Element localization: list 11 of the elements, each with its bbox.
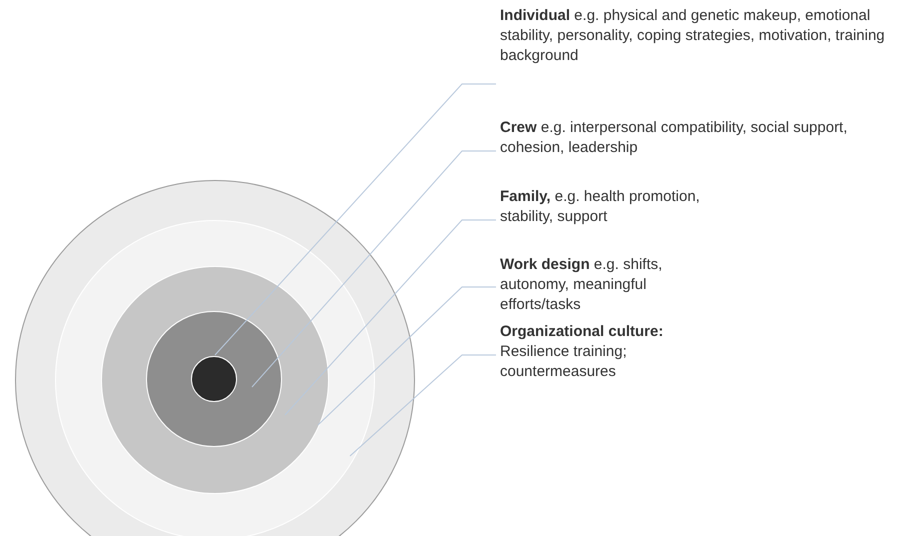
callout-text: Individual e.g. physical and genetic makeup, emotional stability, personality, coping strategies, motivation, training background bbox=[500, 6, 885, 66]
callout-text: Organizational culture: Resilience training; countermeasures bbox=[500, 322, 715, 382]
leader-line bbox=[214, 84, 496, 356]
leader-line bbox=[252, 150, 496, 388]
callout-text: Family, e.g. health promotion, stability, support bbox=[500, 187, 715, 227]
callout-text: Work design e.g. shifts, autonomy, meaningful efforts/tasks bbox=[500, 255, 705, 315]
leader-line bbox=[350, 354, 496, 456]
leader-line bbox=[318, 286, 496, 426]
leader-line bbox=[284, 220, 496, 416]
ring-region bbox=[190, 356, 236, 402]
callout-text: Crew e.g. interpersonal compatibility, social support, cohesion, leadership bbox=[500, 118, 885, 158]
